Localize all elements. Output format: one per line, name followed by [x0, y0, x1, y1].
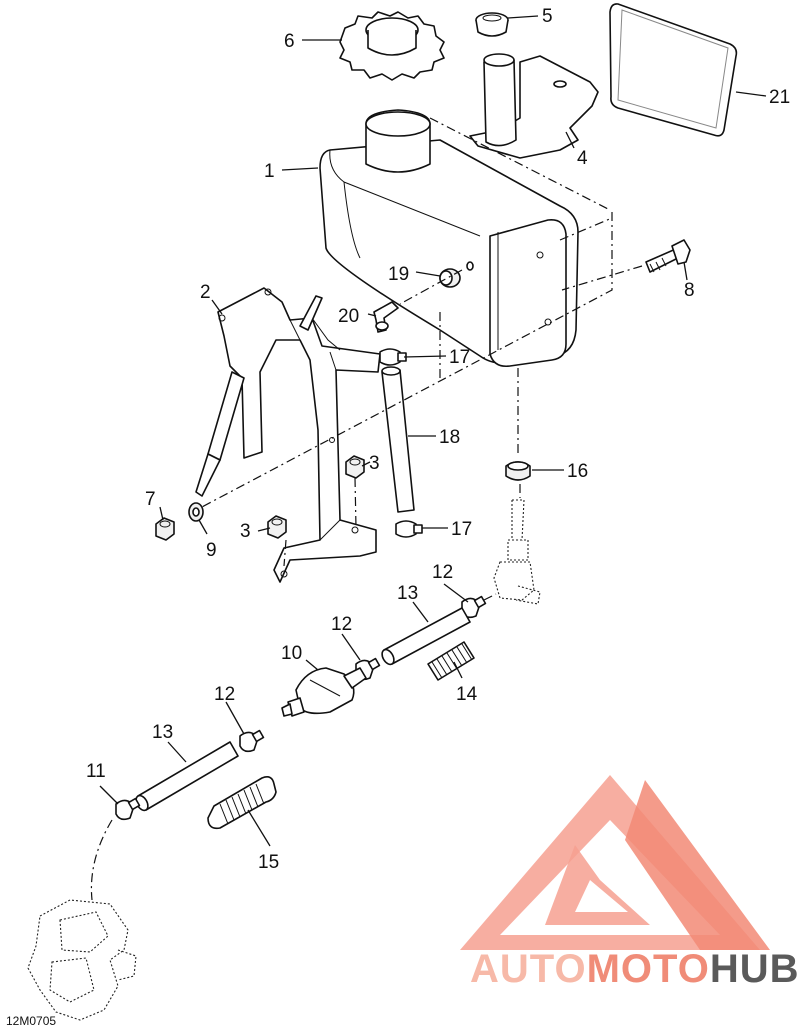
- callout-13-upper: 13: [397, 583, 418, 604]
- bolt-part: [645, 239, 691, 273]
- tank-grommet-part: [505, 461, 531, 481]
- callout-16: 16: [567, 461, 588, 482]
- fuel-cap-part: [339, 11, 445, 81]
- carburetor-reference: [27, 899, 137, 1021]
- callout-19: 19: [388, 264, 409, 285]
- nut-and-washer-part: [155, 502, 204, 541]
- callout-8: 8: [684, 280, 695, 301]
- fuel-hose-clamp-part: [239, 595, 487, 753]
- callout-13-lower: 13: [152, 722, 173, 743]
- watermark-text-auto: AUTO: [470, 947, 587, 991]
- callout-12-middle: 12: [331, 614, 352, 635]
- decal-label-part: [609, 3, 738, 137]
- callout-3-upper: 3: [369, 453, 380, 474]
- watermark-logo: [460, 775, 770, 950]
- callout-12-lower: 12: [214, 684, 235, 705]
- callout-10: 10: [281, 643, 302, 664]
- nut-part: [267, 455, 365, 539]
- watermark-text-moto: MOTO: [587, 947, 710, 991]
- hose-clamp-part: [379, 348, 423, 538]
- fuel-hose-part: [135, 607, 471, 812]
- callout-labels: 1 2 3 3 4 5 6 7 8 9 10 11 12 12 12 13 13…: [86, 6, 790, 873]
- fuel-valve-part: [493, 499, 541, 605]
- filler-neck-bracket-part: [469, 53, 599, 159]
- callout-17-upper: 17: [449, 347, 470, 368]
- callout-6: 6: [284, 31, 295, 52]
- callout-9: 9: [206, 540, 217, 561]
- callout-1: 1: [264, 161, 275, 182]
- callout-21: 21: [769, 87, 790, 108]
- callout-17-lower: 17: [451, 519, 472, 540]
- mounting-bracket-part: [195, 287, 381, 583]
- callout-3-lower: 3: [240, 521, 251, 542]
- callout-11: 11: [86, 761, 106, 782]
- fuel-tank-part: [319, 109, 579, 368]
- callout-12-upper: 12: [432, 562, 453, 583]
- callout-2: 2: [200, 282, 211, 303]
- fuel-filter-part: [281, 667, 367, 717]
- clamp-part: [115, 797, 141, 821]
- spring-part: [427, 641, 475, 681]
- callout-5: 5: [542, 6, 553, 27]
- leader-lines: [99, 15, 767, 847]
- callout-4: 4: [577, 148, 588, 169]
- watermark-text-hub: HUB: [710, 947, 800, 991]
- callout-15: 15: [258, 852, 279, 873]
- callout-14: 14: [456, 684, 478, 705]
- spring-sleeve-part: [207, 776, 277, 830]
- watermark-text: AUTOMOTOHUB: [470, 947, 800, 991]
- elbow-fitting-part: [373, 301, 399, 333]
- callout-18: 18: [439, 427, 460, 448]
- callout-7: 7: [145, 489, 156, 510]
- grommet-plug-part: [475, 12, 509, 37]
- callout-20: 20: [338, 306, 359, 327]
- assembly-centerlines: [90, 117, 643, 901]
- vent-hose-part: [381, 366, 415, 513]
- drawing-reference-code: 12M0705: [6, 1014, 56, 1028]
